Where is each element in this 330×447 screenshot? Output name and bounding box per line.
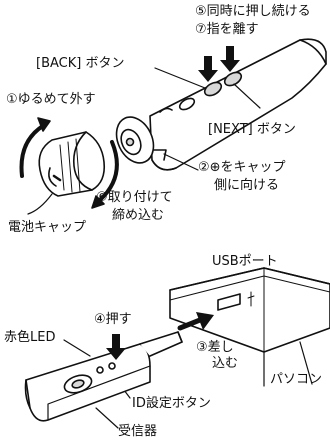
press-arrow-receiver xyxy=(106,334,126,360)
insert-arrow xyxy=(177,312,214,331)
pc-label: パソコン xyxy=(270,372,323,387)
rotation-arrows xyxy=(19,117,119,209)
step6-label-line1: ⑥取り付けて xyxy=(96,190,173,205)
step6-label-line2: 締め込む xyxy=(112,208,165,223)
battery-compartment xyxy=(115,116,167,164)
step1-label: ①ゆるめて外す xyxy=(6,92,96,107)
step4-label: ④押す xyxy=(94,312,132,327)
step3-label-line2: 込む xyxy=(212,356,239,371)
battery-cap-label: 電池キャップ xyxy=(8,220,87,235)
next-button-label: [NEXT] ボタン xyxy=(208,122,296,137)
step2-label-line1: ②⊕をキャップ xyxy=(198,160,286,175)
usb-receiver xyxy=(24,331,183,422)
step3-label-line1: ③差し xyxy=(196,340,234,355)
battery-cap xyxy=(38,131,106,197)
receiver-label: 受信器 xyxy=(118,424,158,439)
press-arrows-top xyxy=(198,46,240,82)
red-led-label: 赤色LED xyxy=(4,330,56,345)
step7-label: ⑦指を離す xyxy=(195,22,259,37)
computer xyxy=(169,267,330,387)
id-button-label: ID設定ボタン xyxy=(132,396,211,411)
step2-label-line2: 側に向ける xyxy=(214,178,280,193)
presenter-remote xyxy=(149,38,327,171)
usb-port-label: USBポート xyxy=(212,254,278,269)
back-button-label: [BACK] ボタン xyxy=(36,56,125,71)
step5-label: ⑤同時に押し続ける xyxy=(195,4,311,19)
